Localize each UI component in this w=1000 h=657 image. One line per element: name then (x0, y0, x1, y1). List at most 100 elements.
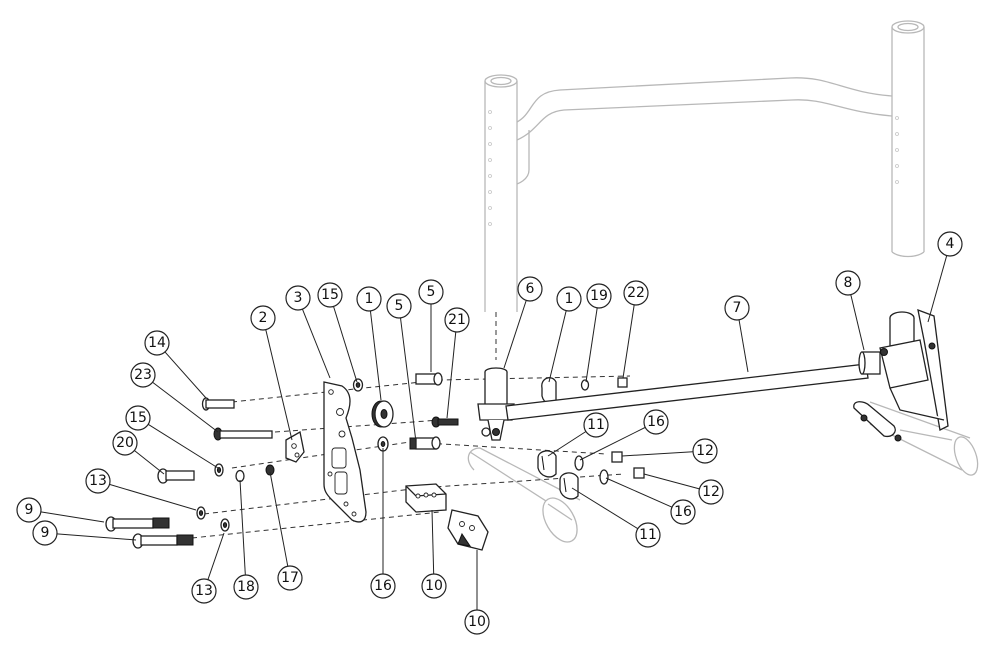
callout-number: 18 (237, 579, 255, 595)
leader-line-c17 (269, 471, 289, 567)
cap-11a (537, 450, 557, 478)
callout-c15a: 15 (125, 405, 151, 431)
callout-number: 10 (425, 578, 443, 594)
callout-circle (583, 412, 609, 438)
bracket-2 (285, 430, 305, 463)
washer-19 (580, 379, 590, 391)
callout-number: 6 (526, 281, 535, 297)
callout-c21: 21 (444, 307, 470, 333)
callout-circle (835, 270, 861, 296)
callout-c17: 17 (277, 565, 303, 591)
callout-c7: 7 (724, 295, 750, 321)
leader-line-c6 (503, 300, 527, 369)
callout-c16c: 16 (670, 499, 696, 525)
plate-3 (323, 381, 367, 523)
callout-number: 1 (565, 291, 574, 307)
callout-number: 8 (844, 275, 853, 291)
hardware-parts (105, 308, 949, 551)
nut-12b (633, 467, 645, 479)
callout-c11a: 11 (583, 412, 609, 438)
ghost-holes (488, 110, 899, 226)
clamp-block-10a (405, 483, 447, 513)
bearing-8 (858, 351, 881, 375)
callout-circle (386, 293, 412, 319)
callout-circle (191, 578, 217, 604)
callout-c2: 2 (250, 305, 276, 331)
callout-circle (556, 286, 582, 312)
bolt-5b (409, 436, 441, 450)
callout-number: 11 (639, 527, 657, 543)
leader-line-c8 (850, 294, 865, 351)
callout-number: 16 (674, 504, 692, 520)
callout-c16b: 16 (643, 409, 669, 435)
callout-c22: 22 (623, 280, 649, 306)
callout-circle (112, 430, 138, 456)
bolt-9b (132, 533, 194, 549)
washer-13a (196, 506, 206, 520)
nut-12a (611, 451, 623, 463)
leader-line-c21 (446, 331, 457, 419)
callout-circle (635, 522, 661, 548)
leader-line-c15b (333, 306, 358, 383)
leader-line-c2 (265, 329, 293, 441)
callout-circle (444, 307, 470, 333)
callout-number: 16 (374, 578, 392, 594)
callout-number: 1 (365, 291, 374, 307)
callout-c6: 6 (517, 276, 543, 302)
callout-number: 9 (25, 502, 34, 518)
bolt-9a (105, 516, 170, 532)
screw-14 (201, 397, 235, 411)
callout-c12b: 12 (698, 479, 724, 505)
screw-21 (431, 416, 459, 428)
callout-circle (285, 285, 311, 311)
callout-number: 13 (89, 473, 107, 489)
callout-c14: 14 (144, 330, 170, 356)
callout-circle (623, 280, 649, 306)
callout-c13b: 13 (191, 578, 217, 604)
callout-circle (464, 609, 490, 635)
callout-c16a: 16 (370, 573, 396, 599)
callout-c18: 18 (233, 574, 259, 600)
callout-number: 16 (647, 414, 665, 430)
nut-17 (265, 464, 275, 476)
callout-c3: 3 (285, 285, 311, 311)
leader-line-c1b (548, 310, 567, 383)
callout-circle (130, 362, 156, 388)
axle-7 (505, 363, 869, 421)
callout-circle (586, 283, 612, 309)
callout-circle (370, 573, 396, 599)
callout-c11b: 11 (635, 522, 661, 548)
callout-number: 5 (427, 284, 436, 300)
callout-number: 21 (448, 312, 466, 328)
leader-line-c16c (605, 477, 673, 508)
callout-number: 10 (468, 614, 486, 630)
callout-number: 4 (946, 236, 955, 252)
callout-circle (250, 305, 276, 331)
callout-c19: 19 (586, 283, 612, 309)
callout-circle (670, 499, 696, 525)
callout-circle (32, 520, 58, 546)
callout-number: 17 (281, 570, 299, 586)
callout-number: 22 (627, 285, 645, 301)
cap-11b (559, 472, 579, 500)
callout-c4: 4 (937, 231, 963, 257)
callout-c23: 23 (130, 362, 156, 388)
callout-c10a: 10 (421, 573, 447, 599)
callout-c9a: 9 (16, 497, 42, 523)
callout-circle (698, 479, 724, 505)
spacer-18 (235, 469, 245, 483)
ghost-frame (467, 20, 979, 543)
callout-number: 5 (395, 298, 404, 314)
callout-number: 14 (148, 335, 166, 351)
leader-line-c5a (399, 317, 417, 443)
leader-line-c1a (369, 310, 382, 401)
washer-15b (352, 378, 364, 392)
callout-number: 3 (294, 290, 303, 306)
callout-circle (937, 231, 963, 257)
callout-circle (16, 497, 42, 523)
bolt-5a (415, 372, 443, 386)
caster-fork-4 (853, 308, 949, 442)
callout-c13a: 13 (85, 468, 111, 494)
